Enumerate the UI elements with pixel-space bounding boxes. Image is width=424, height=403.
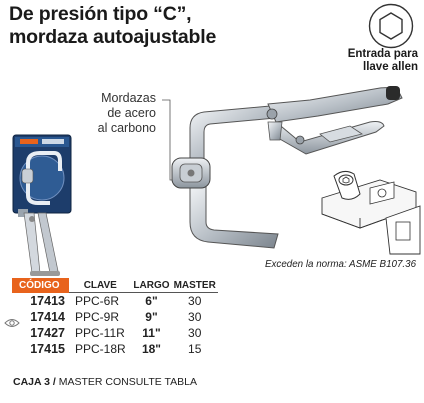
cell-code: 17413 — [30, 293, 65, 308]
cell-master: 30 — [188, 294, 202, 308]
table-row: 17414 PPC-9R 9" 30 — [12, 309, 218, 325]
table-row: 17427 PPC-11R 11" 30 — [12, 325, 218, 341]
title-line-1: De presión tipo “C”, — [9, 3, 192, 25]
jaw-label-line-1: Mordazas — [101, 91, 156, 105]
footnote-box-count: CAJA 3 / — [13, 376, 56, 388]
cell-key: PPC-9R — [75, 310, 120, 324]
hexagon-socket-icon — [368, 3, 414, 49]
eye-icon — [4, 319, 20, 327]
cell-length: 9" — [145, 310, 158, 324]
standard-compliance-note: Exceden la norma: ASME B107.36 — [265, 259, 417, 270]
packaging-footnote: CAJA 3 / MASTER CONSULTE TABLA — [13, 376, 197, 388]
column-header-master: MASTER — [171, 278, 218, 293]
allen-label-line-2: llave allen — [363, 61, 418, 73]
cell-master: 15 — [188, 342, 202, 356]
jaw-material-label: Mordazas de acero al carbono — [68, 91, 156, 136]
footnote-text: MASTER CONSULTE TABLA — [55, 376, 197, 388]
c-clamp-locking-pliers-image — [171, 86, 403, 249]
cell-length: 6" — [145, 294, 158, 308]
packaged-clamp-image — [12, 134, 72, 276]
cell-code: 17414 — [30, 310, 65, 324]
cell-key: PPC-18R — [75, 342, 126, 356]
cell-length: 18" — [141, 342, 161, 356]
jaw-label-line-2: de acero — [107, 106, 156, 120]
cell-code: 17427 — [30, 326, 65, 340]
cell-master: 30 — [188, 310, 202, 324]
allen-socket-detail-image — [321, 170, 421, 255]
column-header-key: CLAVE — [69, 278, 132, 293]
column-header-length: LARGO — [131, 278, 172, 293]
cell-length: 11" — [142, 326, 161, 340]
product-spec-table: CÓDIGO CLAVE LARGO MASTER 17413 PPC-6R 6… — [12, 278, 218, 357]
product-title: De presión tipo “C”, mordaza autoajustab… — [9, 3, 289, 49]
table-row: 17413 PPC-6R 6" 30 — [12, 293, 218, 310]
allen-key-label: Entrada para llave allen — [312, 48, 418, 74]
cell-master: 30 — [188, 326, 202, 340]
allen-label-line-1: Entrada para — [347, 48, 418, 60]
table-header-row: CÓDIGO CLAVE LARGO MASTER — [12, 278, 218, 293]
cell-key: PPC-11R — [75, 326, 125, 340]
jaw-label-line-3: al carbono — [97, 121, 156, 135]
title-line-2: mordaza autoajustable — [9, 26, 217, 48]
cell-code: 17415 — [30, 342, 65, 356]
table-row: 17415 PPC-18R 18" 15 — [12, 341, 218, 357]
cell-key: PPC-6R — [75, 294, 120, 308]
column-header-code: CÓDIGO — [12, 278, 69, 293]
